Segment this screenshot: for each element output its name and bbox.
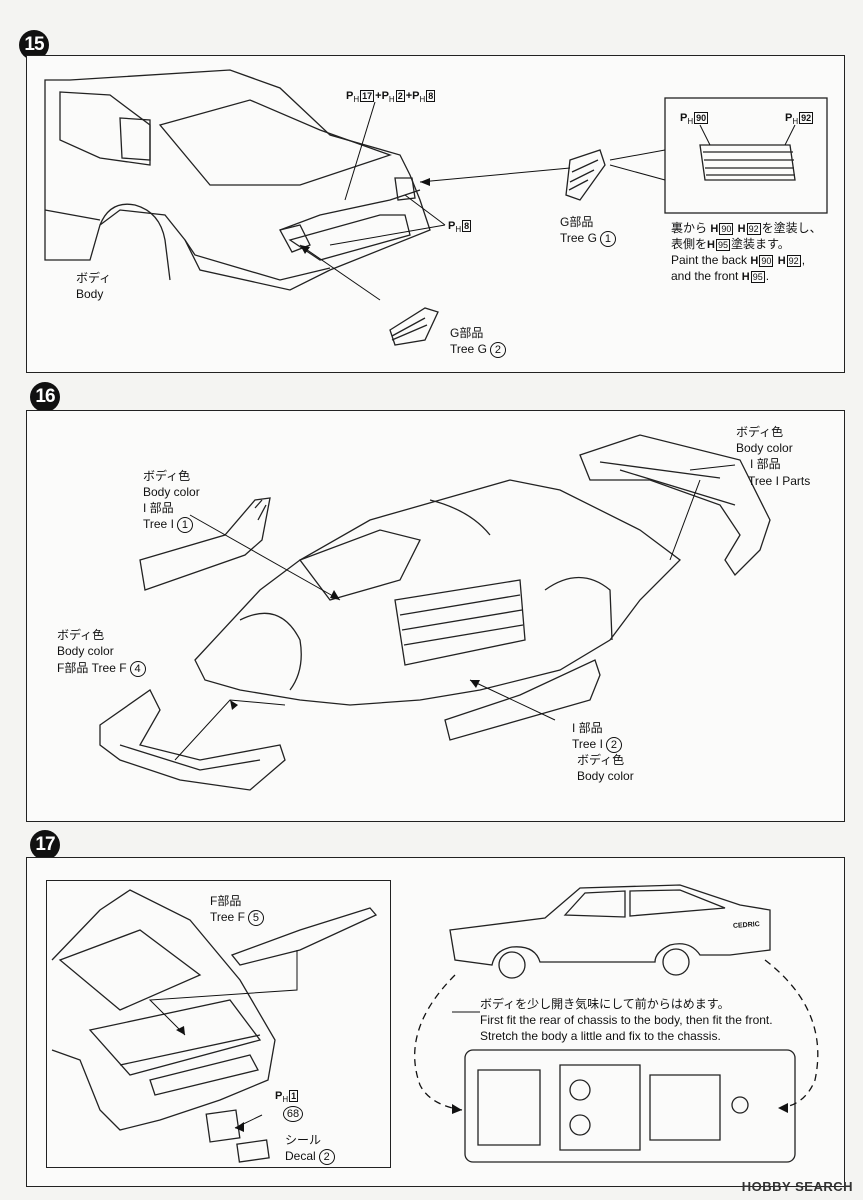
tree-g-1-en-text: Tree G bbox=[560, 231, 597, 245]
step-16-right-tree-jp: I 部品 bbox=[750, 457, 781, 471]
step-16-right-tree-en: Tree I Parts bbox=[748, 474, 811, 488]
paint-code-box: 90 bbox=[719, 223, 734, 235]
car-badge: CEDRIC bbox=[732, 921, 761, 930]
step-17-decal-jp: シール bbox=[285, 1133, 322, 1147]
part-number-circle: 1 bbox=[599, 231, 616, 247]
note-text: 塗装ます。 bbox=[730, 237, 790, 251]
step-17-treef-jp: F部品 bbox=[210, 894, 242, 908]
part-number-circle: 4 bbox=[129, 661, 146, 677]
note-text: を塗装し、 bbox=[761, 221, 822, 235]
note-text: Paint the back bbox=[671, 253, 748, 267]
note-text: and the front bbox=[671, 269, 739, 283]
paint-code-box: 1 bbox=[289, 1090, 299, 1102]
ph-mark: H bbox=[737, 223, 746, 235]
note-text: 裏から bbox=[671, 221, 708, 235]
tree-label-text: Tree I bbox=[572, 737, 603, 751]
paint-code-box: 90 bbox=[694, 112, 709, 124]
step-16-right-jp: ボディ色 bbox=[736, 425, 784, 439]
step-16-bottom-jp: ボディ色 bbox=[577, 753, 625, 767]
decal-number-circle: 68 bbox=[283, 1106, 303, 1122]
paint-code-box: 8 bbox=[426, 90, 436, 102]
step-17-decal-number: 68 bbox=[280, 1105, 303, 1122]
tree-label-text: F部品 Tree F bbox=[57, 661, 127, 675]
paint-code-box: 95 bbox=[750, 271, 765, 283]
tree-label-text: Tree F bbox=[210, 910, 245, 924]
paint-code-box: 92 bbox=[786, 255, 801, 267]
step-16-right-en: Body color bbox=[736, 441, 793, 455]
step-16-bottom-en: Body color bbox=[577, 769, 634, 783]
paint-code-box: 17 bbox=[360, 90, 375, 102]
tree-g-2-en-text: Tree G bbox=[450, 342, 487, 356]
tree-g-2-jp: G部品 bbox=[450, 326, 484, 340]
paint-code-box: 2 bbox=[395, 90, 405, 102]
paint-code-box: 95 bbox=[715, 239, 730, 251]
step-17-instruction-jp: ボディを少し開き気味にして前からはめます。 bbox=[480, 997, 730, 1011]
step-16-left-jp: ボディ色 bbox=[143, 469, 191, 483]
decal-label-text: Decal bbox=[285, 1149, 316, 1163]
step-16-left-en: Body color bbox=[143, 485, 200, 499]
ph-mark: H bbox=[707, 239, 715, 251]
part-number-circle: 2 bbox=[318, 1149, 335, 1165]
step-17-number: 17 bbox=[30, 830, 60, 860]
tree-label-text: Tree I bbox=[143, 517, 174, 531]
step-16-bottom-tree-jp: I 部品 bbox=[572, 721, 603, 735]
step-16-left-tree-jp: I 部品 bbox=[143, 501, 174, 515]
paint-code-box: 92 bbox=[799, 112, 814, 124]
step-16-f-en: Body color bbox=[57, 644, 114, 658]
paint-code-box: 92 bbox=[746, 223, 761, 235]
body-label-en: Body bbox=[76, 287, 104, 301]
part-number-circle: 2 bbox=[489, 342, 506, 358]
ph-mark: H bbox=[777, 255, 786, 267]
step-17-instruction-en-1: First fit the rear of chassis to the bod… bbox=[480, 1013, 773, 1027]
part-number-circle: 5 bbox=[247, 910, 264, 926]
ph-mark: H bbox=[750, 255, 759, 267]
step-17-instruction-en-2: Stretch the body a little and fix to the… bbox=[480, 1029, 721, 1043]
paint-code-box: 90 bbox=[759, 255, 774, 267]
step-16-f-jp: ボディ色 bbox=[57, 628, 105, 642]
part-number-circle: 1 bbox=[176, 517, 193, 533]
watermark: HOBBY SEARCH bbox=[741, 1179, 853, 1194]
paint-code-box: 8 bbox=[462, 220, 472, 232]
part-number-circle: 2 bbox=[605, 737, 622, 753]
ph-mark: H bbox=[741, 271, 750, 283]
tree-g-1-jp: G部品 bbox=[560, 215, 594, 229]
step-16-number: 16 bbox=[30, 382, 60, 412]
body-label-jp: ボディ bbox=[76, 271, 112, 285]
ph-mark: H bbox=[710, 223, 719, 235]
note-text: 表側を bbox=[671, 237, 708, 251]
